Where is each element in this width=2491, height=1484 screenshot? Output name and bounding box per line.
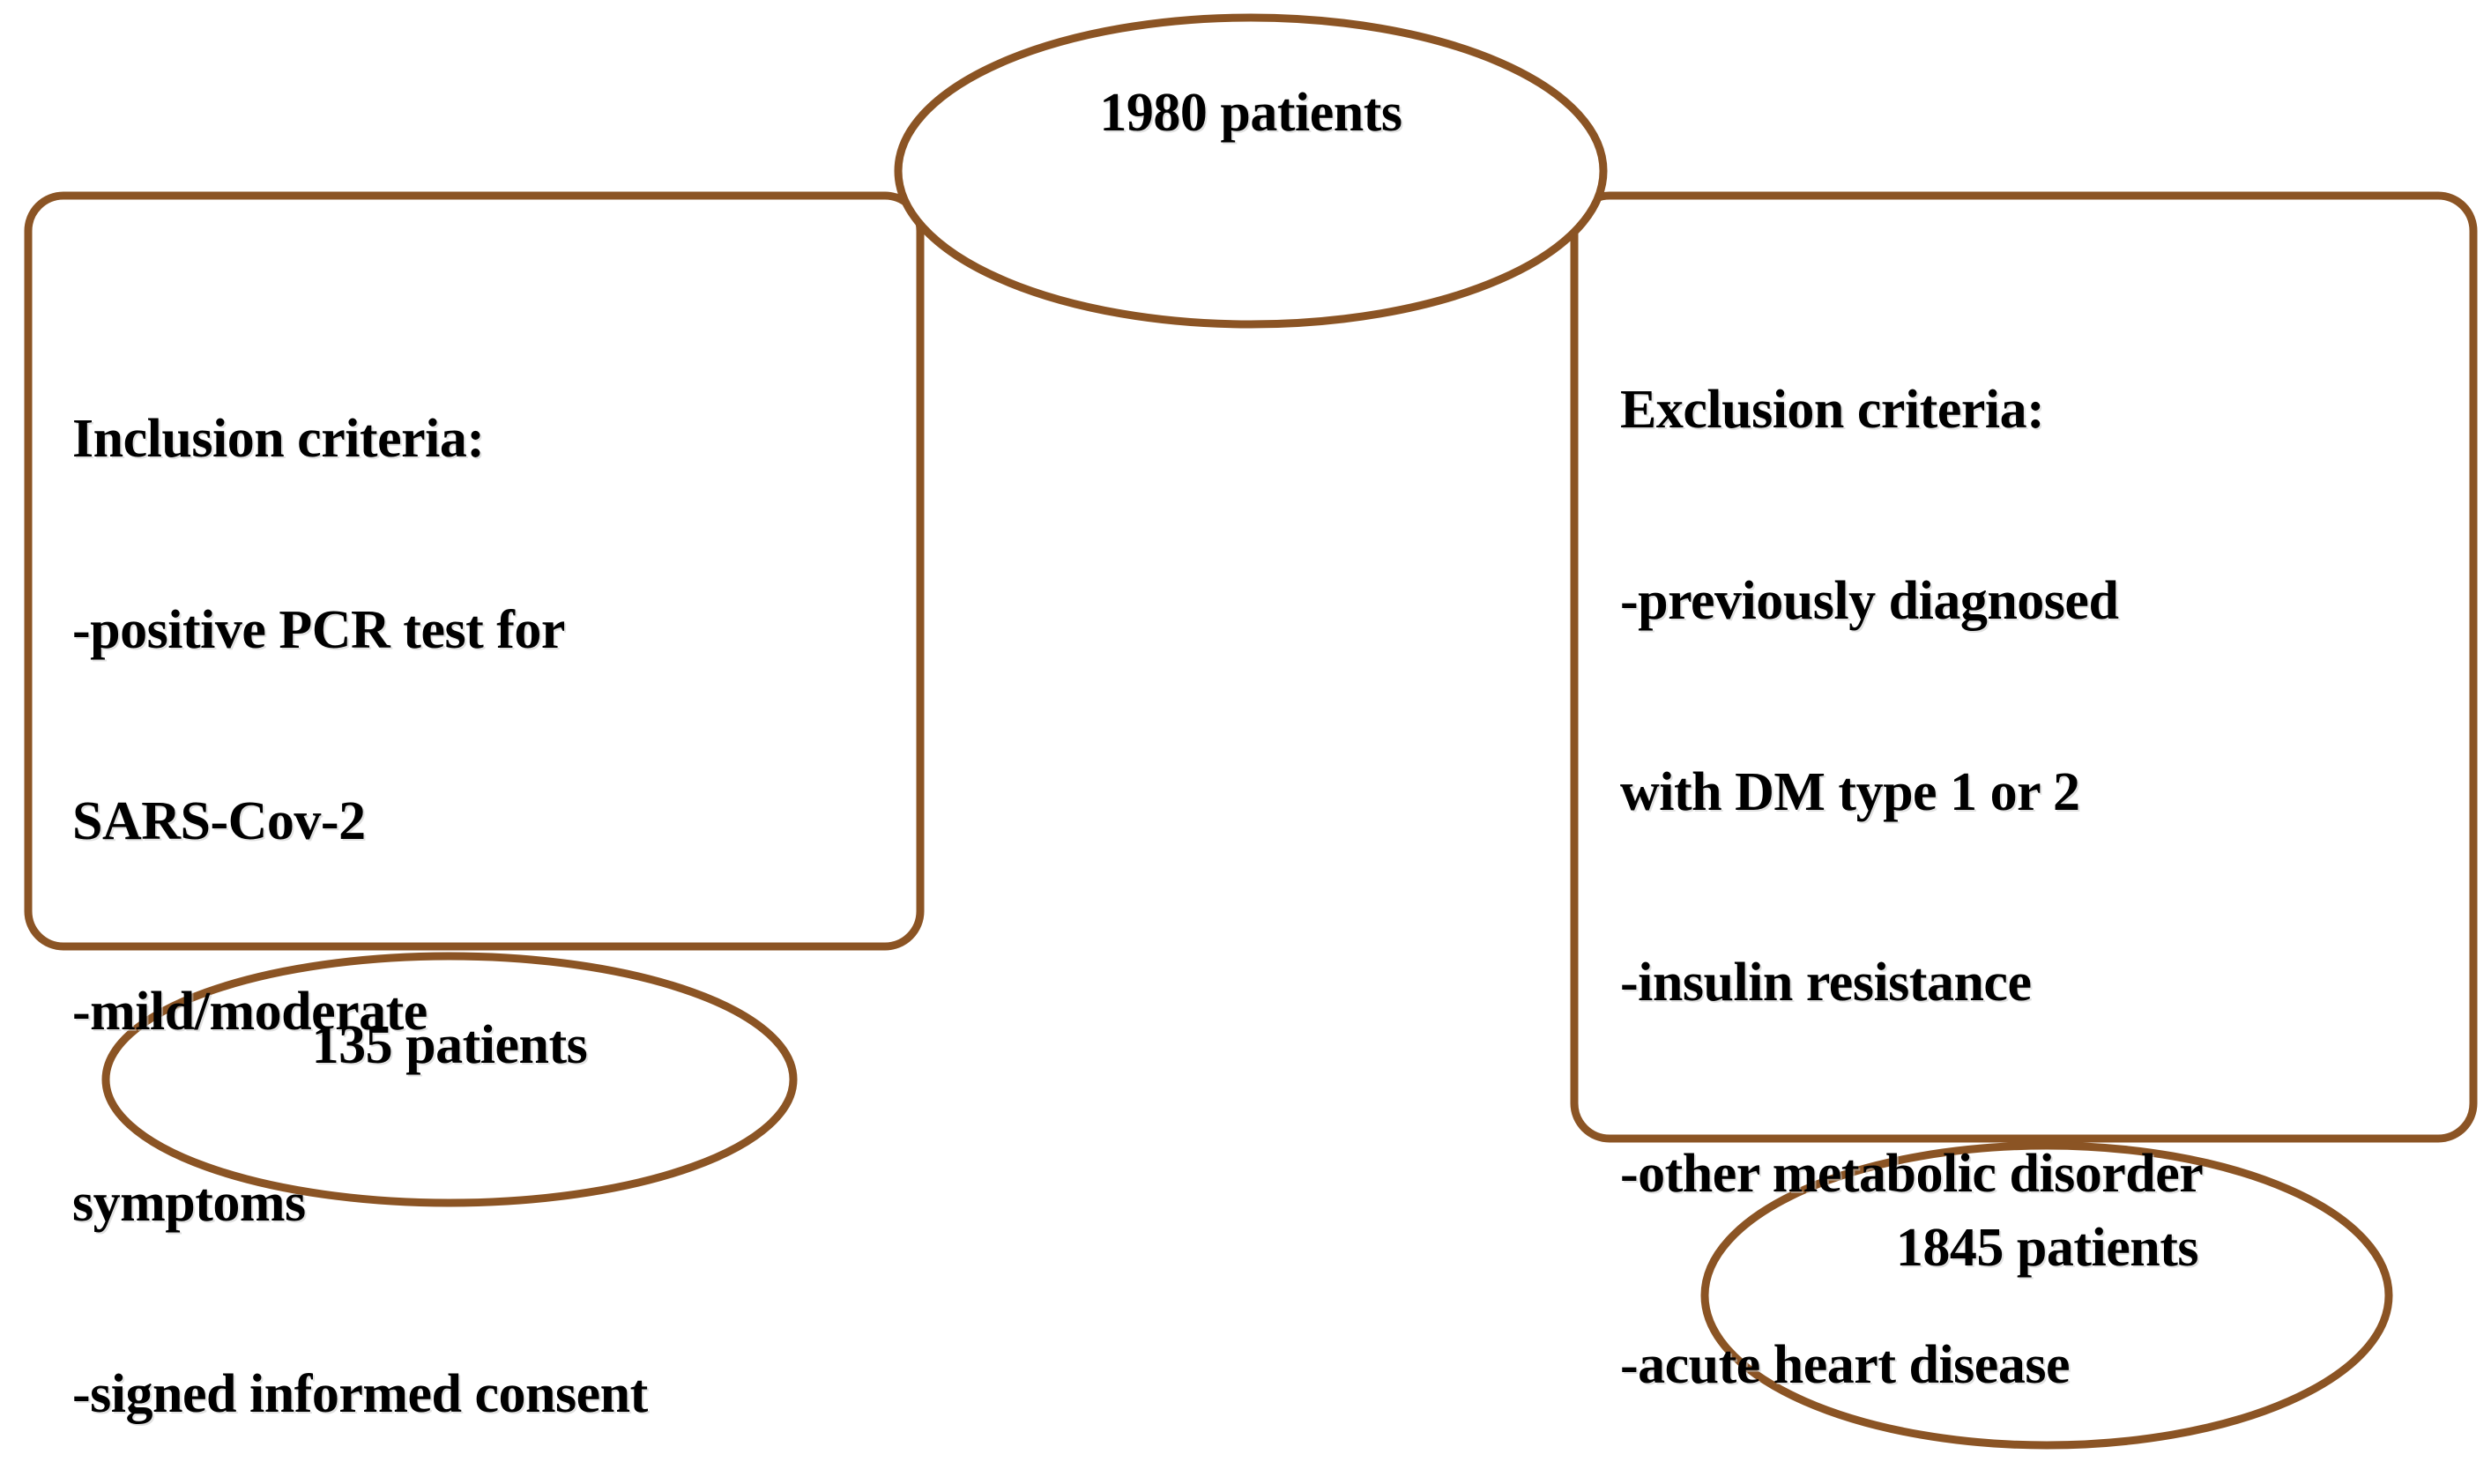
exclusion-criteria-text: Exclusion criteria: -previously diagnose… bbox=[1620, 251, 2449, 1484]
inclusion-item-0: -positive PCR test for bbox=[72, 600, 565, 661]
total-cohort-ellipse[interactable] bbox=[894, 13, 1608, 329]
exclusion-criteria-box[interactable] bbox=[1570, 191, 2478, 1143]
exclusion-item-1: with DM type 1 or 2 bbox=[1620, 761, 2080, 822]
included-cohort-label: 135 patients bbox=[311, 1015, 588, 1075]
total-cohort-label: 1980 patients bbox=[1099, 83, 1402, 143]
inclusion-criteria-box[interactable] bbox=[24, 191, 925, 951]
inclusion-item-3: symptoms bbox=[72, 1173, 306, 1234]
included-cohort-ellipse[interactable] bbox=[101, 952, 798, 1207]
inclusion-criteria-text: Inclusion criteria: -positive PCR test f… bbox=[72, 280, 892, 1484]
exclusion-item-0: -previously diagnosed bbox=[1620, 571, 2119, 632]
inclusion-item-1: SARS-Cov-2 bbox=[72, 790, 366, 851]
excluded-cohort-ellipse[interactable] bbox=[1700, 1141, 2393, 1450]
excluded-cohort-label: 1845 patients bbox=[1895, 1218, 2199, 1278]
inclusion-item-4: -signed informed consent bbox=[72, 1363, 648, 1424]
inclusion-heading: Inclusion criteria: bbox=[72, 409, 485, 470]
exclusion-item-4: -acute heart disease bbox=[1620, 1334, 2070, 1395]
inclusion-item-2: -mild/moderate bbox=[72, 982, 428, 1043]
exclusion-heading: Exclusion criteria: bbox=[1620, 380, 2045, 441]
exclusion-item-3: -other metabolic disorder bbox=[1620, 1144, 2204, 1205]
exclusion-item-2: -insulin resistance bbox=[1620, 953, 2032, 1013]
